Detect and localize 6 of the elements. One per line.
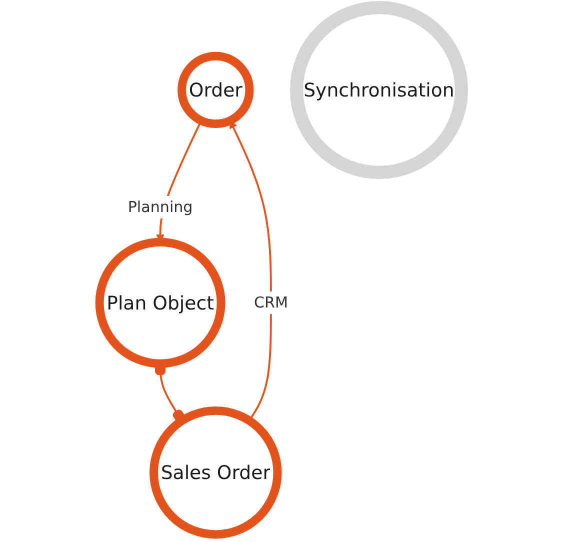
node-circle: Order <box>178 52 254 128</box>
node-circle: Plan Object <box>95 238 226 368</box>
edge-label: Planning <box>128 198 193 216</box>
node-circle: Synchronisation <box>290 0 468 180</box>
edge-label: CRM <box>254 293 288 312</box>
node-circle: Sales Order <box>150 406 282 539</box>
